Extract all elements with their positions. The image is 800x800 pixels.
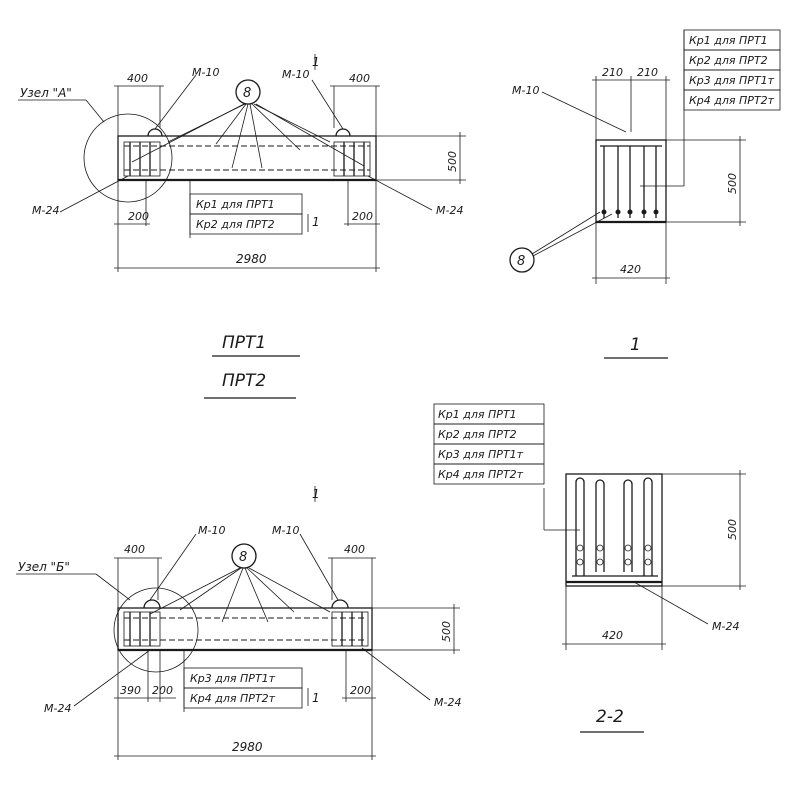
bottom-m24-left-label: М-24 (44, 702, 71, 715)
bottom-beam-view: 8 М-10 М-10 1 400 400 (16, 486, 461, 760)
section-2-table-row-2: Кр2 для ПРТ2 (438, 428, 517, 441)
bottom-table-tag: 1 (312, 691, 320, 705)
section-2-dim-width: 420 (602, 629, 623, 642)
top-dim-end-right: 200 (352, 210, 373, 223)
section-2-dim-height: 500 (726, 519, 739, 540)
bottom-left-cage (123, 611, 161, 647)
bottom-right-cage (331, 611, 369, 647)
bottom-bubble-text: 8 (239, 550, 247, 565)
top-table-row-1: Кр1 для ПРТ1 (196, 198, 275, 211)
bottom-callout-table: Кр3 для ПРТ1т Кр4 для ПРТ2т 1 (183, 650, 320, 712)
section-2-m24-label: М-24 (712, 620, 739, 633)
top-right-cage (333, 141, 371, 177)
top-m10-left-label: М-10 (192, 66, 219, 79)
bottom-dim-end-right: 200 (350, 684, 371, 697)
section-2-outline (565, 473, 663, 587)
bottom-node-label: Узел "Б" (18, 560, 70, 574)
bottom-m10-left-label: М-10 (198, 524, 225, 537)
top-node-circle (83, 113, 173, 203)
section-1-bubble (509, 247, 535, 273)
section-2-title: 2-2 (596, 707, 624, 727)
bottom-m24-right-label: М-24 (434, 696, 461, 709)
section-1-table-row-1: Кр1 для ПРТ1 (689, 34, 768, 47)
top-dim-right: 400 (349, 72, 370, 85)
section-1-dim-height: 500 (726, 173, 739, 194)
bottom-right-loop (331, 599, 349, 609)
bottom-dim-total: 2980 (232, 740, 263, 754)
bottom-dim-left: 400 (124, 543, 145, 556)
bottom-dim-end-left-b: 200 (152, 684, 173, 697)
bottom-dim-end-left-a: 390 (120, 684, 141, 697)
bottom-m10-right-label: М-10 (272, 524, 299, 537)
top-left-cage (123, 141, 161, 177)
top-title-2: ПРТ2 (222, 371, 266, 391)
bottom-section-mark: 1 (312, 487, 320, 501)
top-callout-table: Кр1 для ПРТ1 Кр2 для ПРТ2 1 (189, 180, 320, 238)
section-1-bubble-text: 8 (517, 254, 525, 269)
top-node-label: Узел "А" (20, 86, 72, 100)
section-2-2-view: 500 420 М-24 Кр1 для ПРТ1 Кр2 для ПРТ2 К… (433, 403, 746, 733)
bottom-table-row-2: Кр4 для ПРТ2т (190, 692, 276, 705)
bottom-dim-height: 500 (440, 621, 453, 642)
section-1-view: 210 210 М-10 500 420 8 (509, 29, 781, 359)
top-right-loop (335, 128, 351, 137)
section-2-table-row-4: Кр4 для ПРТ2т (438, 468, 524, 481)
bottom-beam-outline (117, 607, 373, 651)
top-beam-outline (117, 135, 377, 181)
section-1-dim-a: 210 (602, 66, 623, 79)
section-1-title: 1 (630, 335, 641, 355)
top-m10-right-label: М-10 (282, 68, 309, 81)
top-dim-height: 500 (446, 151, 459, 172)
top-m24-left-label: М-24 (32, 204, 59, 217)
top-table-tag: 1 (312, 215, 320, 229)
bottom-node-circle (113, 587, 199, 673)
top-left-loop (147, 128, 163, 137)
section-2-callout-table: Кр1 для ПРТ1 Кр2 для ПРТ2 Кр3 для ПРТ1т … (433, 403, 580, 531)
top-table-row-2: Кр2 для ПРТ2 (196, 218, 275, 231)
bottom-left-loop (143, 599, 161, 609)
bottom-dim-right: 400 (344, 543, 365, 556)
top-m24-right-label: М-24 (436, 204, 463, 217)
top-title-1: ПРТ1 (222, 333, 266, 353)
top-dim-end-left: 200 (128, 210, 149, 223)
section-1-table-row-4: Кр4 для ПРТ2т (689, 94, 775, 107)
section-2-table-row-3: Кр3 для ПРТ1т (438, 448, 524, 461)
section-1-m10-label: М-10 (512, 84, 539, 97)
top-dim-total: 2980 (236, 252, 267, 266)
section-1-dim-b: 210 (637, 66, 658, 79)
top-section-mark: 1 (312, 55, 320, 69)
top-dim-left: 400 (127, 72, 148, 85)
section-1-table-row-3: Кр3 для ПРТ1т (689, 74, 775, 87)
section-1-table-row-2: Кр2 для ПРТ2 (689, 54, 768, 67)
top-bubble-text: 8 (243, 86, 251, 101)
bottom-bubble (231, 543, 257, 569)
section-1-dim-width: 420 (620, 263, 641, 276)
section-2-table-row-1: Кр1 для ПРТ1 (438, 408, 517, 421)
top-beam-view: 8 М-10 М-10 1 400 400 (18, 54, 466, 399)
section-1-callout-table: Кр1 для ПРТ1 Кр2 для ПРТ2 Кр3 для ПРТ1т … (640, 29, 781, 187)
bottom-table-row-1: Кр3 для ПРТ1т (190, 672, 276, 685)
